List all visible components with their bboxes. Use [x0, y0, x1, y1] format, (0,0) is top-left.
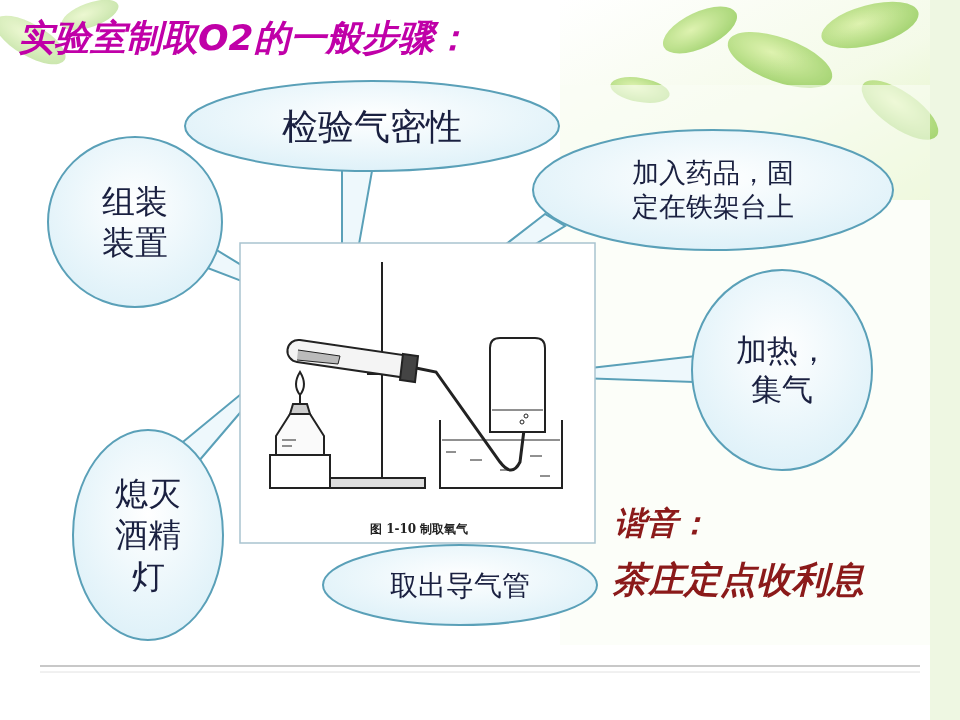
step-text: 取出导气管 — [390, 568, 530, 603]
bubble-outline — [691, 269, 873, 471]
step-text: 加热，集气 — [736, 331, 829, 409]
callout-bubble: 加热，集气 — [691, 269, 873, 471]
callout-bubble: 检验气密性 — [184, 80, 560, 172]
mnemonic-note: 茶庄定点收利息 — [612, 556, 864, 605]
bubble-outline — [47, 136, 223, 308]
step-text: 熄灭酒精灯 — [115, 473, 181, 597]
step-text: 加入药品，固定在铁架台上 — [632, 156, 794, 224]
step-text: 组装装置 — [102, 181, 168, 264]
step-text: 检验气密性 — [282, 104, 462, 149]
bubble-outline — [532, 129, 894, 251]
slide-title: 实验室制取O2的一般步骤： — [18, 14, 470, 63]
mnemonic-note: 谐音： — [614, 502, 710, 546]
callout-bubble: 加入药品，固定在铁架台上 — [532, 129, 894, 251]
callout-bubble: 组装装置 — [47, 136, 223, 308]
callout-bubble: 取出导气管 — [322, 544, 598, 626]
callout-bubble: 熄灭酒精灯 — [72, 429, 224, 641]
figure-caption: 图 1-10 制取氧气 — [370, 521, 468, 538]
